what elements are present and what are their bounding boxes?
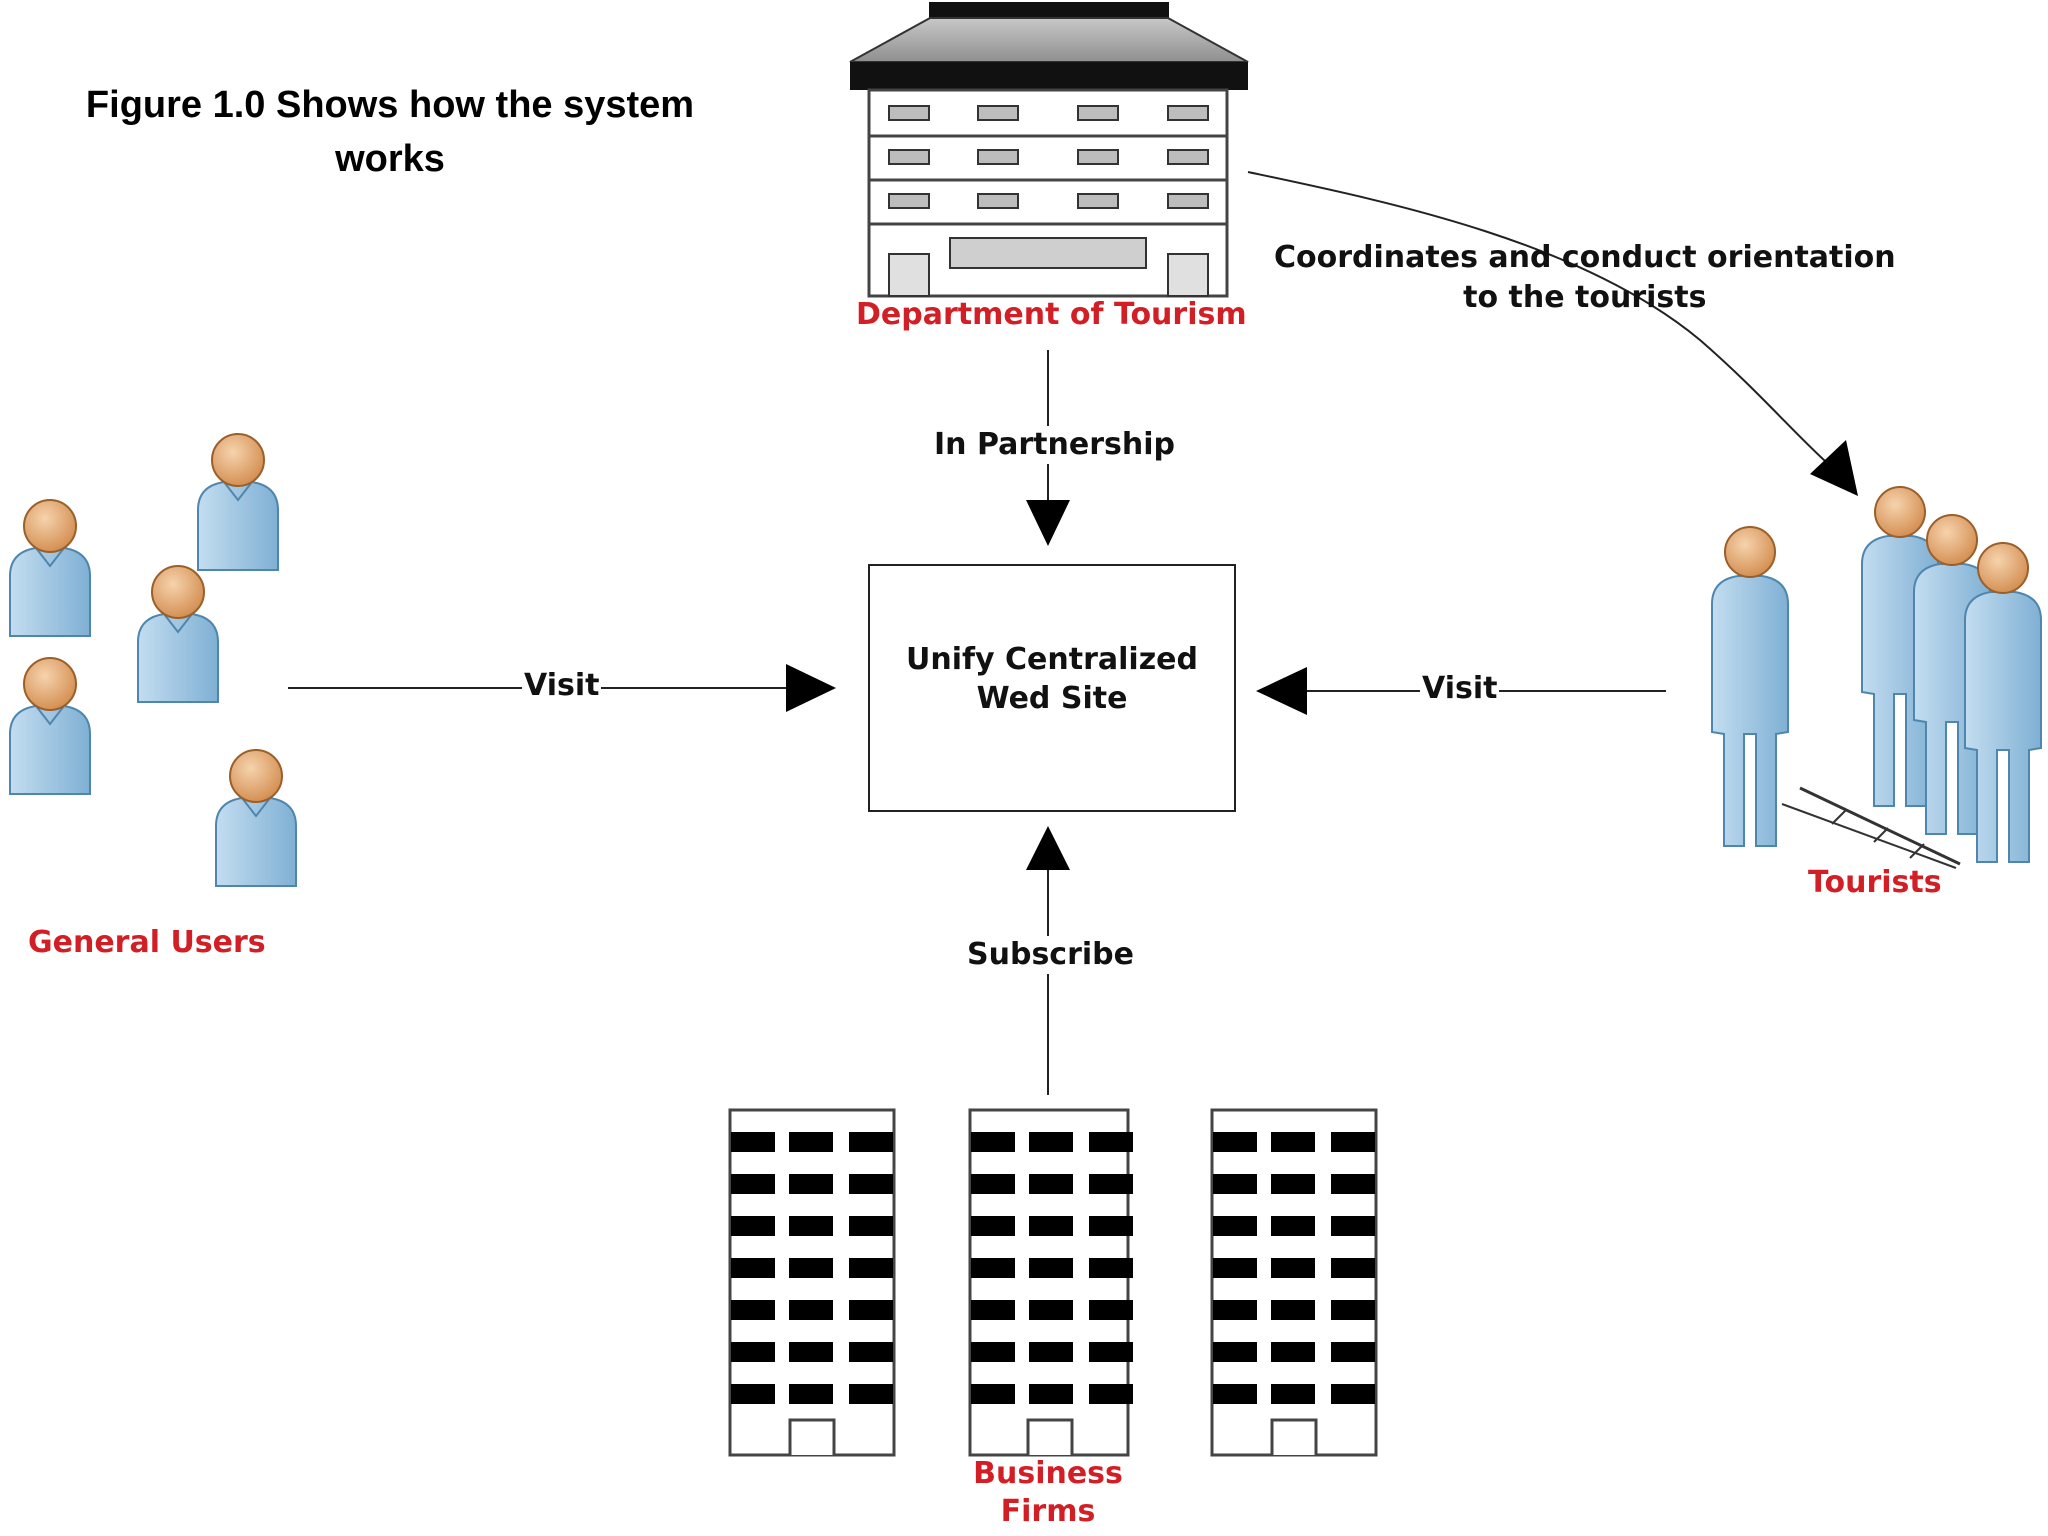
department-building-icon [849, 2, 1249, 298]
visit-left-label: Visit [522, 667, 602, 705]
subscribe-label: Subscribe [963, 936, 1138, 974]
partnership-label: In Partnership [930, 426, 1179, 464]
general-users-icon [9, 433, 297, 887]
coordinates-label-line2: to the tourists [1463, 280, 1707, 315]
business-firms-label: Business Firms [930, 1455, 1166, 1531]
partnership-arrowhead [1026, 500, 1070, 546]
tourists-label: Tourists [1808, 865, 1942, 900]
business-firms-icon [728, 1108, 1378, 1457]
coordinates-arrowhead [1810, 440, 1858, 496]
figure-caption: Figure 1.0 Shows how the system works [30, 78, 750, 186]
figure-caption-line2: works [335, 138, 445, 180]
subscribe-arrowhead [1026, 826, 1070, 870]
visit-right-label: Visit [1420, 670, 1500, 708]
department-label: Department of Tourism [856, 297, 1247, 332]
central-website-label-line2: Wed Site [976, 681, 1128, 716]
coordinates-label: Coordinates and conduct orientation to t… [1274, 238, 1896, 318]
coordinates-connector [1247, 171, 1836, 471]
coordinates-label-line1: Coordinates and conduct orientation [1274, 240, 1896, 275]
central-website-label-line1: Unify Centralized [905, 642, 1198, 677]
general-users-label: General Users [28, 925, 266, 960]
business-firms-label-line2: Firms [1000, 1494, 1096, 1529]
central-website-box [868, 564, 1236, 812]
visit-right-arrowhead [1256, 667, 1307, 715]
visit-left-arrowhead [786, 664, 836, 712]
figure-caption-line1: Figure 1.0 Shows how the system [85, 84, 695, 126]
central-website-label: Unify Centralized Wed Site [870, 640, 1234, 718]
tourists-icon [1711, 486, 2042, 869]
business-firms-label-line1: Business [973, 1456, 1123, 1491]
